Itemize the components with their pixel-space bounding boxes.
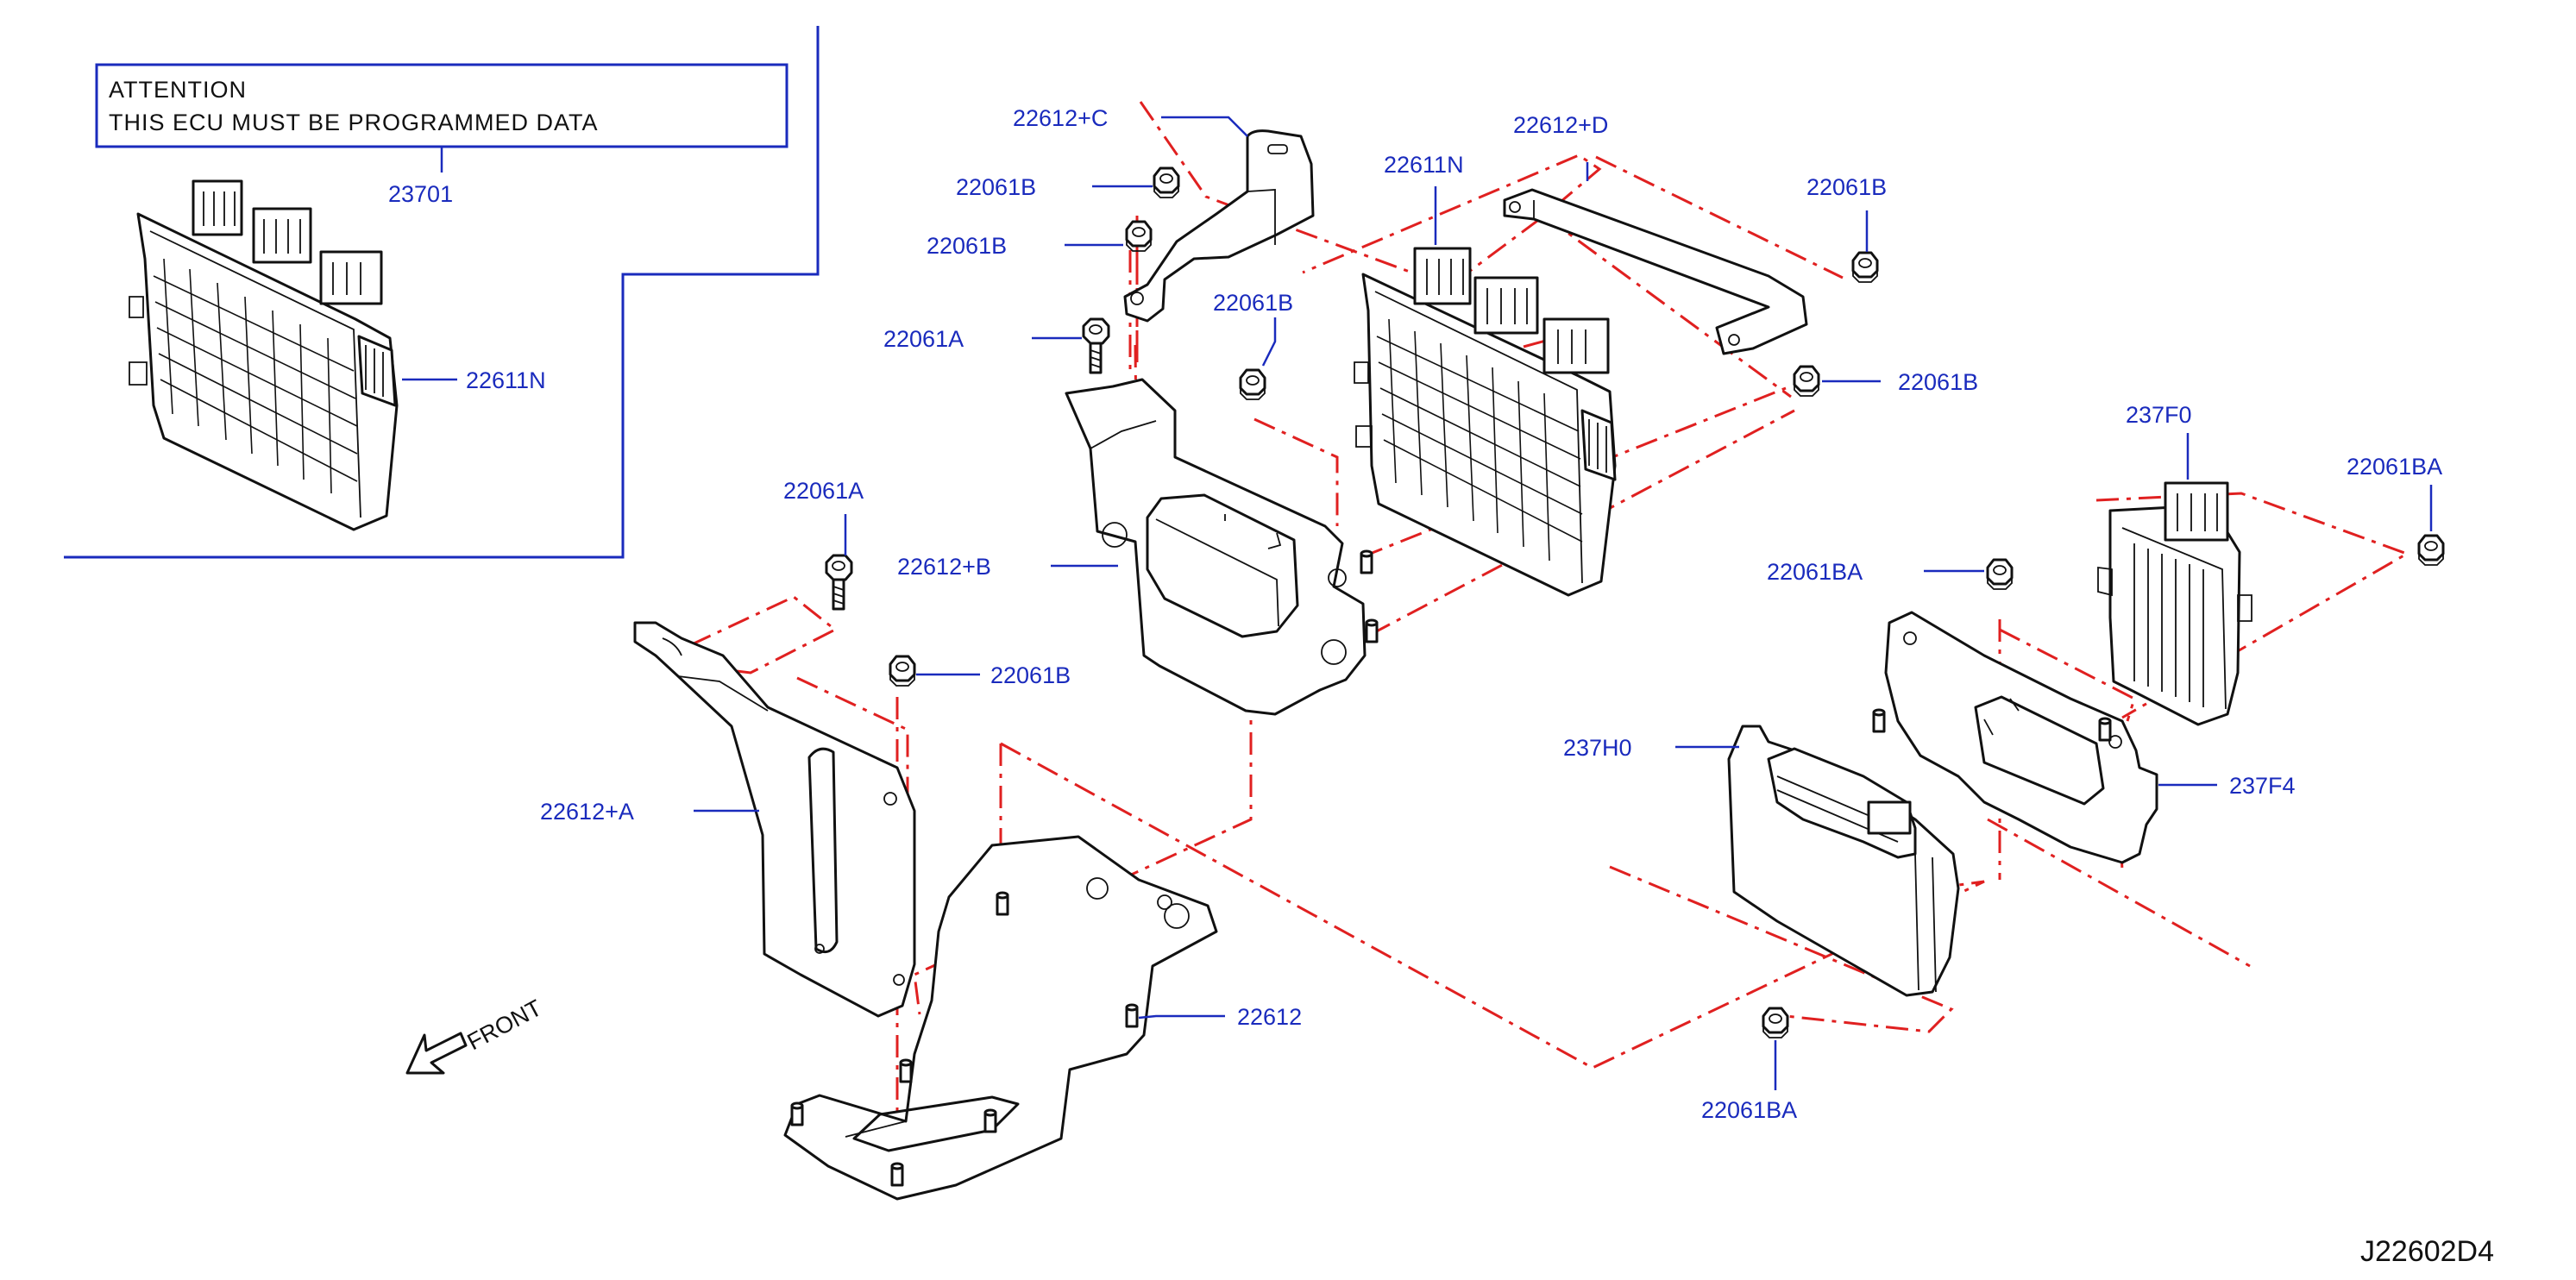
callout-22061A-1: 22061A	[883, 326, 964, 352]
bracket-22612-d	[1503, 188, 1808, 355]
module-237f0	[2097, 481, 2252, 726]
callout-22612-c: 22612+C	[1013, 105, 1108, 131]
callout-22061A-2: 22061A	[783, 478, 864, 504]
callout-22061B-2: 22061B	[927, 233, 1007, 259]
callout-22612-b: 22612+B	[897, 554, 991, 580]
callout-22612: 22612	[1237, 1004, 1302, 1030]
bracket-22612	[783, 835, 1218, 1201]
front-label: FRONT	[463, 995, 546, 1055]
module-237h0	[1727, 725, 1960, 997]
callout-22061B-5: 22061B	[1898, 369, 1978, 395]
front-direction-arrow: FRONT	[405, 995, 546, 1075]
callout-22061BA-1: 22061BA	[1767, 559, 1863, 585]
ecu-unit-22611n	[1354, 247, 1617, 597]
callout-22612-a: 22612+A	[540, 799, 634, 825]
callout-22612-d: 22612+D	[1513, 112, 1608, 138]
callout-237F4: 237F4	[2229, 773, 2296, 799]
bracket-22612-a	[633, 621, 916, 1018]
callout-22061B-3: 22061B	[1213, 290, 1293, 316]
callout-22061BA-3: 22061BA	[1701, 1097, 1797, 1123]
bracket-22612-b	[1065, 378, 1367, 716]
callout-22611N-main: 22611N	[1384, 152, 1464, 178]
ecu-unit-inset	[129, 179, 399, 531]
callout-237F0: 237F0	[2126, 402, 2192, 428]
callout-23701: 23701	[388, 181, 453, 207]
bracket-22612-c	[1123, 129, 1315, 323]
callout-22061B-4: 22061B	[1806, 174, 1887, 200]
bracket-237f4	[1884, 611, 2158, 864]
callout-22611N-inset: 22611N	[466, 367, 546, 393]
callout-22061B-1: 22061B	[956, 174, 1036, 200]
callout-22061B-6: 22061B	[990, 662, 1071, 688]
callout-237H0: 237H0	[1563, 735, 1632, 761]
diagram-code: J22602D4	[2360, 1235, 2494, 1268]
inset-panel: ATTENTION THIS ECU MUST BE PROGRAMMED DA…	[64, 26, 820, 559]
callout-22061BA-2: 22061BA	[2347, 454, 2442, 480]
attention-text: THIS ECU MUST BE PROGRAMMED DATA	[109, 110, 599, 135]
attention-box: ATTENTION THIS ECU MUST BE PROGRAMMED DA…	[95, 63, 789, 148]
attention-title: ATTENTION	[109, 77, 247, 103]
